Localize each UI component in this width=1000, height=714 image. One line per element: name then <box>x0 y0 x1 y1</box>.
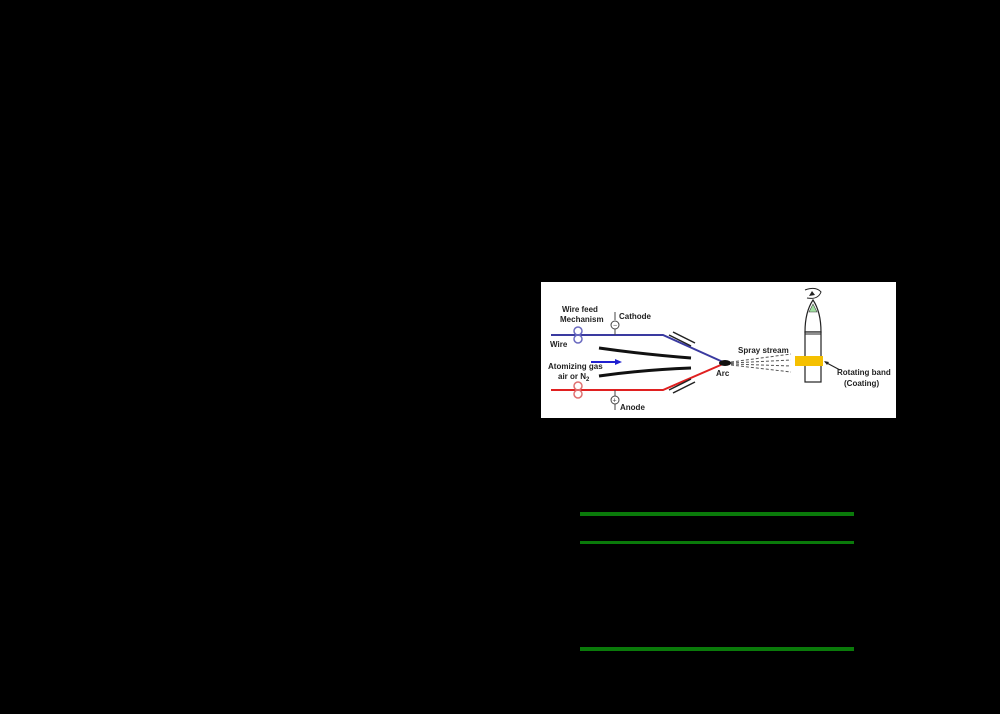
label-rotating-band-2: (Coating) <box>844 379 879 388</box>
anode-wire <box>551 363 724 391</box>
upper-contact-tube-icon <box>668 331 696 347</box>
nozzle-lower-wall <box>598 366 692 378</box>
label-wire: Wire <box>550 340 568 349</box>
label-wire-feed-2: Mechanism <box>560 315 604 324</box>
lower-contact-tube-icon <box>668 378 696 394</box>
arc-icon <box>719 360 731 366</box>
spray-stream-icon <box>730 353 792 373</box>
anode-terminal-icon: + <box>610 390 620 410</box>
svg-text:−: − <box>613 323 617 330</box>
arc-spray-diagram: − + <box>541 282 896 418</box>
table-top-rule <box>580 512 854 516</box>
svg-text:+: + <box>613 398 617 405</box>
leader-arrow-icon <box>824 361 841 371</box>
label-rotating-band-1: Rotating band <box>837 368 891 377</box>
table-mid-rule <box>580 541 854 544</box>
label-atomizing-gas-1: Atomizing gas <box>548 362 603 371</box>
arc-spray-diagram-svg: − + <box>548 287 891 412</box>
label-anode: Anode <box>620 403 645 412</box>
label-spray-stream: Spray stream <box>738 346 789 355</box>
label-cathode: Cathode <box>619 312 652 321</box>
label-arc: Arc <box>716 369 730 378</box>
anode-feed-roller-icon <box>573 381 583 399</box>
rotating-band <box>795 356 823 366</box>
cathode-wire <box>551 334 724 363</box>
projectile-icon <box>795 287 823 383</box>
label-atomizing-gas-2: air or N2 <box>558 372 590 383</box>
label-wire-feed-1: Wire feed <box>562 305 598 314</box>
nozzle-upper-wall <box>598 346 692 360</box>
wire-feed-roller-icon <box>573 326 583 344</box>
cathode-terminal-icon: − <box>610 312 620 335</box>
gas-flow-arrow-icon <box>591 359 622 365</box>
table-bottom-rule <box>580 647 854 651</box>
